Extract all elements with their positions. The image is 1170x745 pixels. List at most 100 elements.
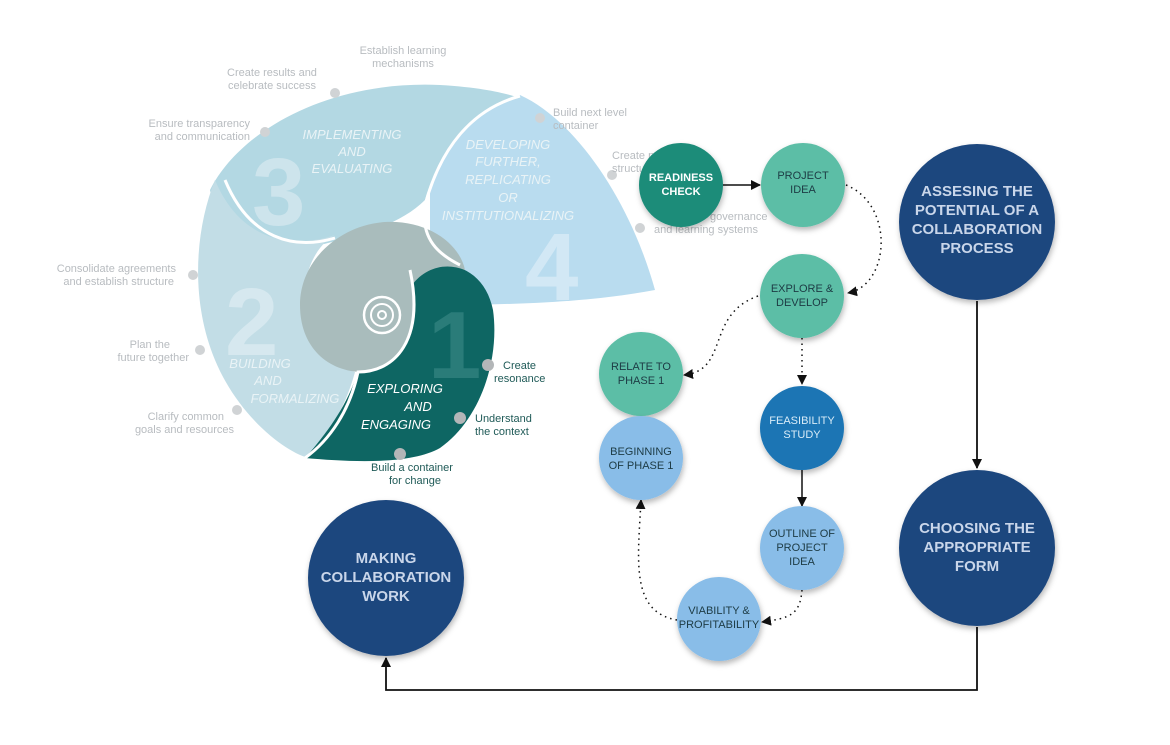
svg-text:and communication: and communication [155, 131, 250, 143]
svg-text:mechanisms: mechanisms [372, 58, 434, 70]
note-understand-context: Understand the context [475, 413, 532, 438]
svg-text:Create results and: Create results and [227, 67, 317, 79]
svg-text:IDEA: IDEA [790, 184, 816, 196]
svg-text:Plan the: Plan the [130, 339, 170, 351]
svg-text:AND: AND [253, 373, 281, 388]
svg-text:RELATE TO: RELATE TO [611, 361, 671, 373]
svg-text:READINESS: READINESS [649, 172, 713, 184]
phase-3-number: 3 [252, 139, 305, 246]
svg-text:OR: OR [498, 190, 518, 205]
note-build-next-level: Build next level container [553, 107, 627, 132]
svg-text:APPROPRIATE: APPROPRIATE [923, 539, 1030, 556]
node-assessing-potential[interactable]: ASSESING THE POTENTIAL OF A COLLABORATIO… [899, 144, 1055, 300]
svg-text:REPLICATING: REPLICATING [465, 172, 551, 187]
node-making-collaboration-work[interactable]: MAKING COLLABORATION WORK [308, 500, 464, 656]
svg-text:POTENTIAL OF A: POTENTIAL OF A [915, 202, 1039, 219]
svg-text:EXPLORING: EXPLORING [367, 381, 443, 396]
svg-text:FURTHER,: FURTHER, [475, 154, 540, 169]
note-create-results: Create results and celebrate success [227, 67, 317, 92]
svg-text:FEASIBILITY: FEASIBILITY [769, 415, 835, 427]
note-create-resonance: Create resonance [494, 360, 545, 385]
svg-text:MAKING: MAKING [356, 550, 417, 567]
node-relate-to-phase-1[interactable]: RELATE TO PHASE 1 [599, 332, 683, 416]
svg-text:governance: governance [710, 211, 768, 223]
node-feasibility-study[interactable]: FEASIBILITY STUDY [760, 386, 844, 470]
svg-text:DEVELOPING: DEVELOPING [466, 137, 551, 152]
phase-1-segment [305, 264, 495, 462]
note-establish-learning: Establish learning mechanisms [360, 45, 447, 70]
svg-text:future together: future together [117, 352, 189, 364]
note-consolidate-agreements: Consolidate agreements and establish str… [57, 263, 177, 288]
svg-text:IDEA: IDEA [789, 556, 815, 568]
svg-text:Create: Create [503, 360, 536, 372]
node-explore-develop[interactable]: EXPLORE & DEVELOP [760, 254, 844, 338]
svg-text:ASSESING THE: ASSESING THE [921, 183, 1033, 200]
svg-text:Establish learning: Establish learning [360, 45, 447, 57]
connectors [381, 180, 982, 691]
svg-text:PROJECT: PROJECT [776, 542, 828, 554]
svg-text:resonance: resonance [494, 373, 545, 385]
svg-text:PHASE 1: PHASE 1 [618, 375, 664, 387]
svg-text:PROCESS: PROCESS [940, 240, 1013, 257]
svg-text:Clarify common: Clarify common [148, 411, 224, 423]
svg-text:INSTITUTIONALIZING: INSTITUTIONALIZING [442, 208, 574, 223]
svg-text:COLLABORATION: COLLABORATION [321, 569, 452, 586]
svg-text:Consolidate agreements: Consolidate agreements [57, 263, 177, 275]
svg-text:celebrate success: celebrate success [228, 80, 317, 92]
svg-text:DEVELOP: DEVELOP [776, 297, 828, 309]
node-choosing-form[interactable]: CHOOSING THE APPROPRIATE FORM [899, 470, 1055, 626]
svg-text:Understand: Understand [475, 413, 532, 425]
note-dots [188, 88, 645, 415]
svg-text:VIABILITY &: VIABILITY & [688, 605, 750, 617]
svg-text:CHOOSING THE: CHOOSING THE [919, 520, 1035, 537]
node-viability-profitability[interactable]: VIABILITY & PROFITABILITY [677, 577, 761, 661]
note-ensure-transparency: Ensure transparency and communication [149, 118, 251, 143]
phase-4-number: 4 [525, 214, 578, 321]
svg-text:PROJECT: PROJECT [777, 170, 829, 182]
phase-3-segment [210, 84, 520, 268]
svg-text:FORMALIZING: FORMALIZING [251, 391, 340, 406]
note-clarify-goals: Clarify common goals and resources [135, 411, 235, 436]
svg-text:OUTLINE OF: OUTLINE OF [769, 528, 835, 540]
svg-text:CHECK: CHECK [661, 186, 700, 198]
svg-text:BUILDING: BUILDING [229, 356, 290, 371]
svg-text:container: container [553, 120, 599, 132]
svg-text:BEGINNING: BEGINNING [610, 446, 672, 458]
phase-4-title: DEVELOPING FURTHER, REPLICATING OR INSTI… [442, 137, 574, 223]
svg-text:COLLABORATION: COLLABORATION [912, 221, 1043, 238]
svg-text:AND: AND [337, 144, 365, 159]
note-dots-dark [394, 359, 494, 460]
svg-text:and learning systems: and learning systems [654, 224, 758, 236]
svg-text:FORM: FORM [955, 558, 999, 575]
node-beginning-of-phase-1[interactable]: BEGINNING OF PHASE 1 [599, 416, 683, 500]
node-readiness-check[interactable]: READINESS CHECK [639, 143, 723, 227]
phase-2-segment [198, 180, 355, 458]
svg-text:EVALUATING: EVALUATING [312, 161, 393, 176]
svg-text:PROFITABILITY: PROFITABILITY [679, 619, 760, 631]
note-build-container: Build a container for change [371, 462, 453, 487]
phase-2-number: 2 [225, 269, 278, 376]
svg-text:the context: the context [475, 426, 529, 438]
svg-text:ENGAGING: ENGAGING [361, 417, 431, 432]
svg-text:EXPLORE &: EXPLORE & [771, 283, 834, 295]
svg-text:and establish structure: and establish structure [63, 276, 174, 288]
phase-2-title: BUILDING AND FORMALIZING [229, 356, 339, 406]
node-outline-of-project-idea[interactable]: OUTLINE OF PROJECT IDEA [760, 506, 844, 590]
svg-text:for change: for change [389, 475, 441, 487]
note-governance: governance and learning systems [654, 211, 768, 236]
note-plan-future: Plan the future together [117, 339, 189, 364]
phase-3-title: IMPLEMENTING AND EVALUATING [303, 127, 402, 176]
svg-text:IMPLEMENTING: IMPLEMENTING [303, 127, 402, 142]
svg-text:AND: AND [403, 399, 431, 414]
svg-text:Ensure transparency: Ensure transparency [149, 118, 251, 130]
spiral-diagram [198, 84, 655, 462]
node-project-idea[interactable]: PROJECT IDEA [761, 143, 845, 227]
phase-1-number: 1 [428, 292, 481, 399]
svg-text:Build a container: Build a container [371, 462, 453, 474]
svg-text:goals and resources: goals and resources [135, 424, 235, 436]
svg-text:Build next level: Build next level [553, 107, 627, 119]
svg-text:STUDY: STUDY [783, 429, 821, 441]
phase-1-title: EXPLORING AND ENGAGING [361, 381, 443, 432]
phase-4-segment [430, 95, 655, 305]
